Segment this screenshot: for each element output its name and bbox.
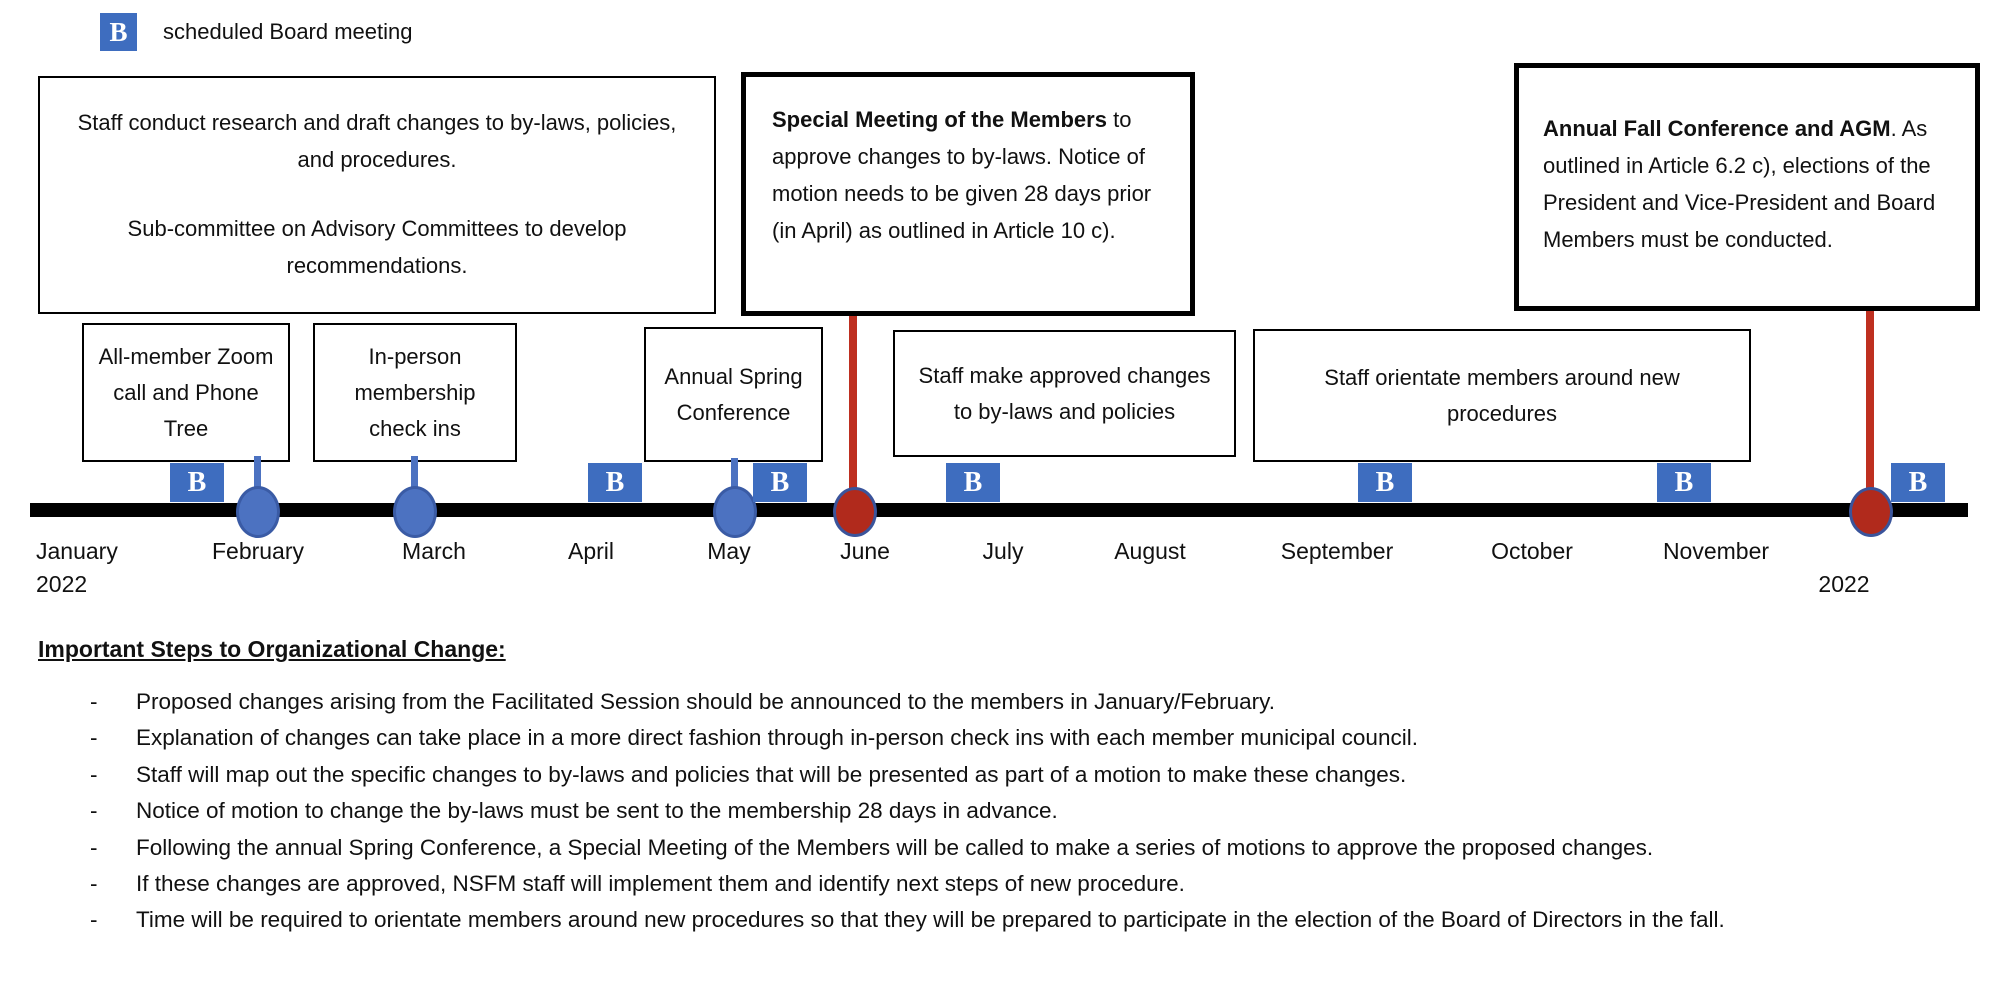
- bullet-dash: -: [90, 761, 98, 787]
- timeline-event-dot: [1849, 487, 1893, 537]
- steps-section: Important Steps to Organizational Change…: [38, 636, 1973, 939]
- staff-changes-box: Staff make approved changes to by-laws a…: [893, 330, 1236, 457]
- step-item: - Time will be required to orientate memb…: [90, 902, 1973, 938]
- step-text: Time will be required to orientate membe…: [136, 907, 1725, 933]
- board-meeting-marker-icon: B: [753, 463, 807, 502]
- timeline-event-dot: [393, 486, 437, 538]
- research-text-1: Staff conduct research and draft changes…: [77, 110, 677, 172]
- year-label: 2022: [1818, 571, 1870, 597]
- fall-conference-callout-box: Annual Fall Conference and AGM. As outli…: [1514, 63, 1980, 311]
- month-label: March: [402, 538, 466, 564]
- step-text: If these changes are approved, NSFM staf…: [136, 871, 1185, 897]
- fall-conference-text: . As outlined in Article 6.2 c), electio…: [1543, 116, 1936, 252]
- timeline-event-dot: [833, 487, 877, 537]
- month-label: April: [567, 538, 615, 564]
- research-text-2: Sub-committee on Advisory Committees to …: [127, 216, 627, 278]
- connector-line: [254, 456, 261, 510]
- year-label: 2022: [36, 571, 88, 597]
- board-meeting-badge-icon: B: [100, 13, 137, 51]
- bullet-dash: -: [90, 834, 98, 860]
- step-item: - Notice of motion to change the by-laws …: [90, 793, 1973, 829]
- month-label: September: [1280, 538, 1394, 564]
- in-person-checkins-text: In-person membership check ins: [354, 343, 476, 441]
- connector-line: [1866, 311, 1874, 510]
- step-item: - Explanation of changes can take place i…: [90, 720, 1973, 756]
- month-label: July: [982, 538, 1024, 564]
- bullet-dash: -: [90, 689, 98, 714]
- board-meeting-marker-icon: B: [170, 463, 224, 502]
- in-person-checkins-box: In-person membership check ins: [313, 323, 517, 462]
- board-meeting-marker-icon: B: [1358, 463, 1412, 502]
- bullet-dash: -: [90, 871, 98, 897]
- step-item: - Following the annual Spring Conference,…: [90, 830, 1973, 866]
- board-meeting-marker-icon: B: [1657, 463, 1711, 502]
- steps-heading: Important Steps to Organizational Change…: [38, 636, 506, 662]
- bullet-dash: -: [90, 798, 98, 824]
- legend-label: scheduled Board meeting: [163, 19, 413, 44]
- special-meeting-text: to approve changes to by-laws. Notice of…: [772, 107, 1152, 243]
- legend: B scheduled Board meeting: [100, 13, 413, 51]
- month-label: May: [707, 538, 751, 564]
- timeline-event-dot: [236, 486, 280, 538]
- all-member-zoom-box: All-member Zoom call and Phone Tree: [82, 323, 290, 462]
- month-label: October: [1491, 538, 1573, 564]
- staff-orientate-box: Staff orientate members around new proce…: [1253, 329, 1751, 462]
- special-meeting-title: Special Meeting of the Members: [772, 107, 1107, 132]
- staff-changes-text: Staff make approved changes to by-laws a…: [918, 362, 1211, 424]
- special-meeting-callout-box: Special Meeting of the Members to approv…: [741, 72, 1195, 316]
- step-text: Notice of motion to change the by-laws m…: [136, 798, 1058, 824]
- month-label: June: [840, 538, 890, 564]
- staff-orientate-text: Staff orientate members around new proce…: [1324, 364, 1680, 426]
- research-callout-box: Staff conduct research and draft changes…: [38, 76, 716, 314]
- fall-conference-title: Annual Fall Conference and AGM: [1543, 116, 1891, 141]
- all-member-zoom-text: All-member Zoom call and Phone Tree: [98, 343, 274, 441]
- timeline-event-dot: [713, 486, 757, 538]
- step-item: - Proposed changes arising from the Facil…: [90, 684, 1973, 720]
- month-label: November: [1662, 538, 1770, 564]
- step-item: - Staff will map out the specific changes…: [90, 757, 1973, 793]
- spring-conference-text: Annual Spring Conference: [664, 363, 803, 425]
- month-label: February: [211, 538, 305, 564]
- month-label: January: [36, 538, 118, 564]
- bullet-dash: -: [90, 907, 98, 933]
- step-text: Following the annual Spring Conference, …: [136, 834, 1654, 860]
- bullet-dash: -: [90, 725, 98, 751]
- step-text: Staff will map out the specific changes …: [136, 761, 1407, 787]
- connector-line: [731, 458, 738, 510]
- steps-list: - Proposed changes arising from the Facil…: [38, 684, 1973, 939]
- step-text: Explanation of changes can take place in…: [136, 725, 1418, 751]
- board-meeting-marker-icon: B: [946, 463, 1000, 502]
- timeline-axis: [30, 503, 1968, 517]
- month-label: August: [1114, 538, 1186, 564]
- step-text: Proposed changes arising from the Facili…: [136, 689, 1275, 714]
- connector-line: [849, 316, 857, 510]
- connector-line: [411, 456, 418, 510]
- step-item: - If these changes are approved, NSFM sta…: [90, 866, 1973, 902]
- board-meeting-marker-icon: B: [588, 463, 642, 502]
- board-meeting-marker-icon: B: [1891, 463, 1945, 502]
